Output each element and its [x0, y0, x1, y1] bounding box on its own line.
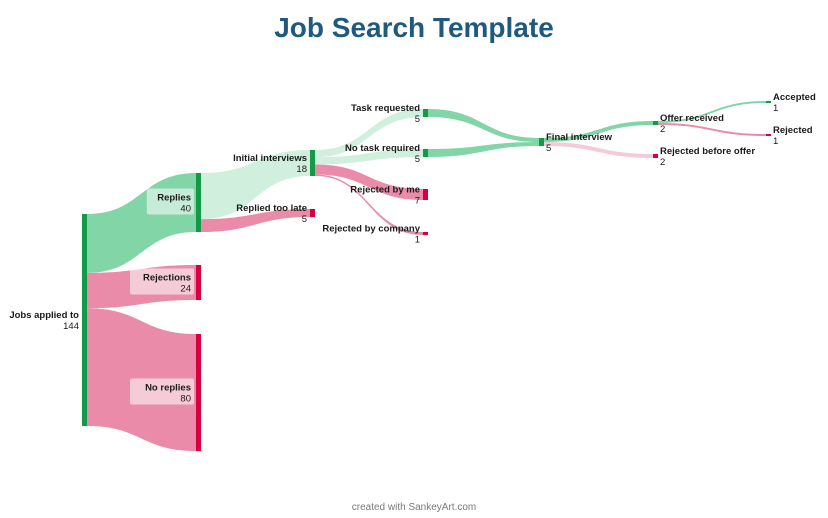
node-label-rejected: Rejected: [773, 125, 813, 136]
node-label-final: Final interview: [546, 132, 613, 143]
node-jobs[interactable]: [82, 214, 87, 426]
node-value-toolate: 5: [302, 214, 307, 225]
node-label-rejbefore: Rejected before offer: [660, 146, 755, 157]
flow-final-to-offer: [544, 121, 653, 142]
flow-initial-to-bycompany: [315, 174, 423, 235]
node-noreplies[interactable]: [196, 334, 201, 451]
node-value-final: 5: [546, 143, 551, 154]
node-value-rejections: 24: [180, 284, 191, 295]
node-value-task: 5: [415, 114, 420, 125]
flow-replies-to-initial: [201, 150, 310, 220]
node-offer[interactable]: [653, 121, 658, 125]
flow-initial-to-task: [315, 109, 423, 158]
node-value-initial: 18: [296, 164, 307, 175]
node-label-replies: Replies: [157, 193, 191, 204]
flow-initial-to-byme: [315, 164, 423, 200]
flow-final-to-rejbefore: [544, 142, 653, 158]
node-accepted[interactable]: [766, 101, 771, 103]
node-label-offer: Offer received: [660, 113, 724, 124]
node-value-rejected: 1: [773, 136, 778, 147]
nodes-layer: [82, 101, 771, 451]
node-task[interactable]: [423, 109, 428, 117]
footer-credit: created with SankeyArt.com: [351, 502, 477, 513]
node-label-toolate: Replied too late: [236, 203, 307, 214]
label-chip-noreplies: [130, 378, 194, 405]
node-value-accepted: 1: [773, 103, 778, 114]
node-bycompany[interactable]: [423, 232, 428, 235]
links-layer: [87, 101, 766, 451]
page-title: Job Search Template: [274, 12, 554, 43]
node-rejbefore[interactable]: [653, 154, 658, 158]
node-value-replies: 40: [180, 204, 191, 215]
node-label-task: Task requested: [351, 103, 420, 114]
node-label-notask: No task required: [345, 143, 420, 154]
node-label-bycompany: Rejected by company: [322, 224, 420, 235]
flow-notask-to-final: [428, 142, 539, 157]
node-notask[interactable]: [423, 149, 428, 157]
node-byme[interactable]: [423, 189, 428, 200]
node-value-bycompany: 1: [415, 235, 420, 246]
node-label-initial: Initial interviews: [233, 153, 307, 164]
node-value-notask: 5: [415, 154, 420, 165]
node-value-noreplies: 80: [180, 394, 191, 405]
labels-layer: Jobs applied to144Replies40Rejections24N…: [9, 92, 816, 405]
node-replies[interactable]: [196, 173, 201, 232]
node-value-rejbefore: 2: [660, 157, 665, 168]
flow-initial-to-notask: [315, 149, 423, 165]
flow-task-to-final: [428, 109, 539, 142]
node-rejections[interactable]: [196, 265, 201, 300]
flow-replies-to-toolate: [201, 209, 310, 232]
node-rejected[interactable]: [766, 134, 771, 136]
flow-jobs-to-replies: [87, 173, 196, 273]
flow-offer-to-accepted: [658, 101, 766, 123]
node-label-rejections: Rejections: [143, 273, 191, 284]
node-toolate[interactable]: [310, 209, 315, 217]
node-value-offer: 2: [660, 124, 665, 135]
node-label-jobs: Jobs applied to: [9, 310, 79, 321]
flow-offer-to-rejected: [658, 123, 766, 136]
label-chip-replies: [146, 188, 194, 215]
label-chip-rejections: [130, 268, 194, 295]
node-value-byme: 7: [415, 196, 420, 207]
node-label-byme: Rejected by me: [350, 185, 420, 196]
node-label-accepted: Accepted: [773, 92, 816, 103]
node-value-jobs: 144: [63, 321, 79, 332]
node-final[interactable]: [539, 138, 544, 146]
node-initial[interactable]: [310, 150, 315, 176]
node-label-noreplies: No replies: [145, 383, 191, 394]
